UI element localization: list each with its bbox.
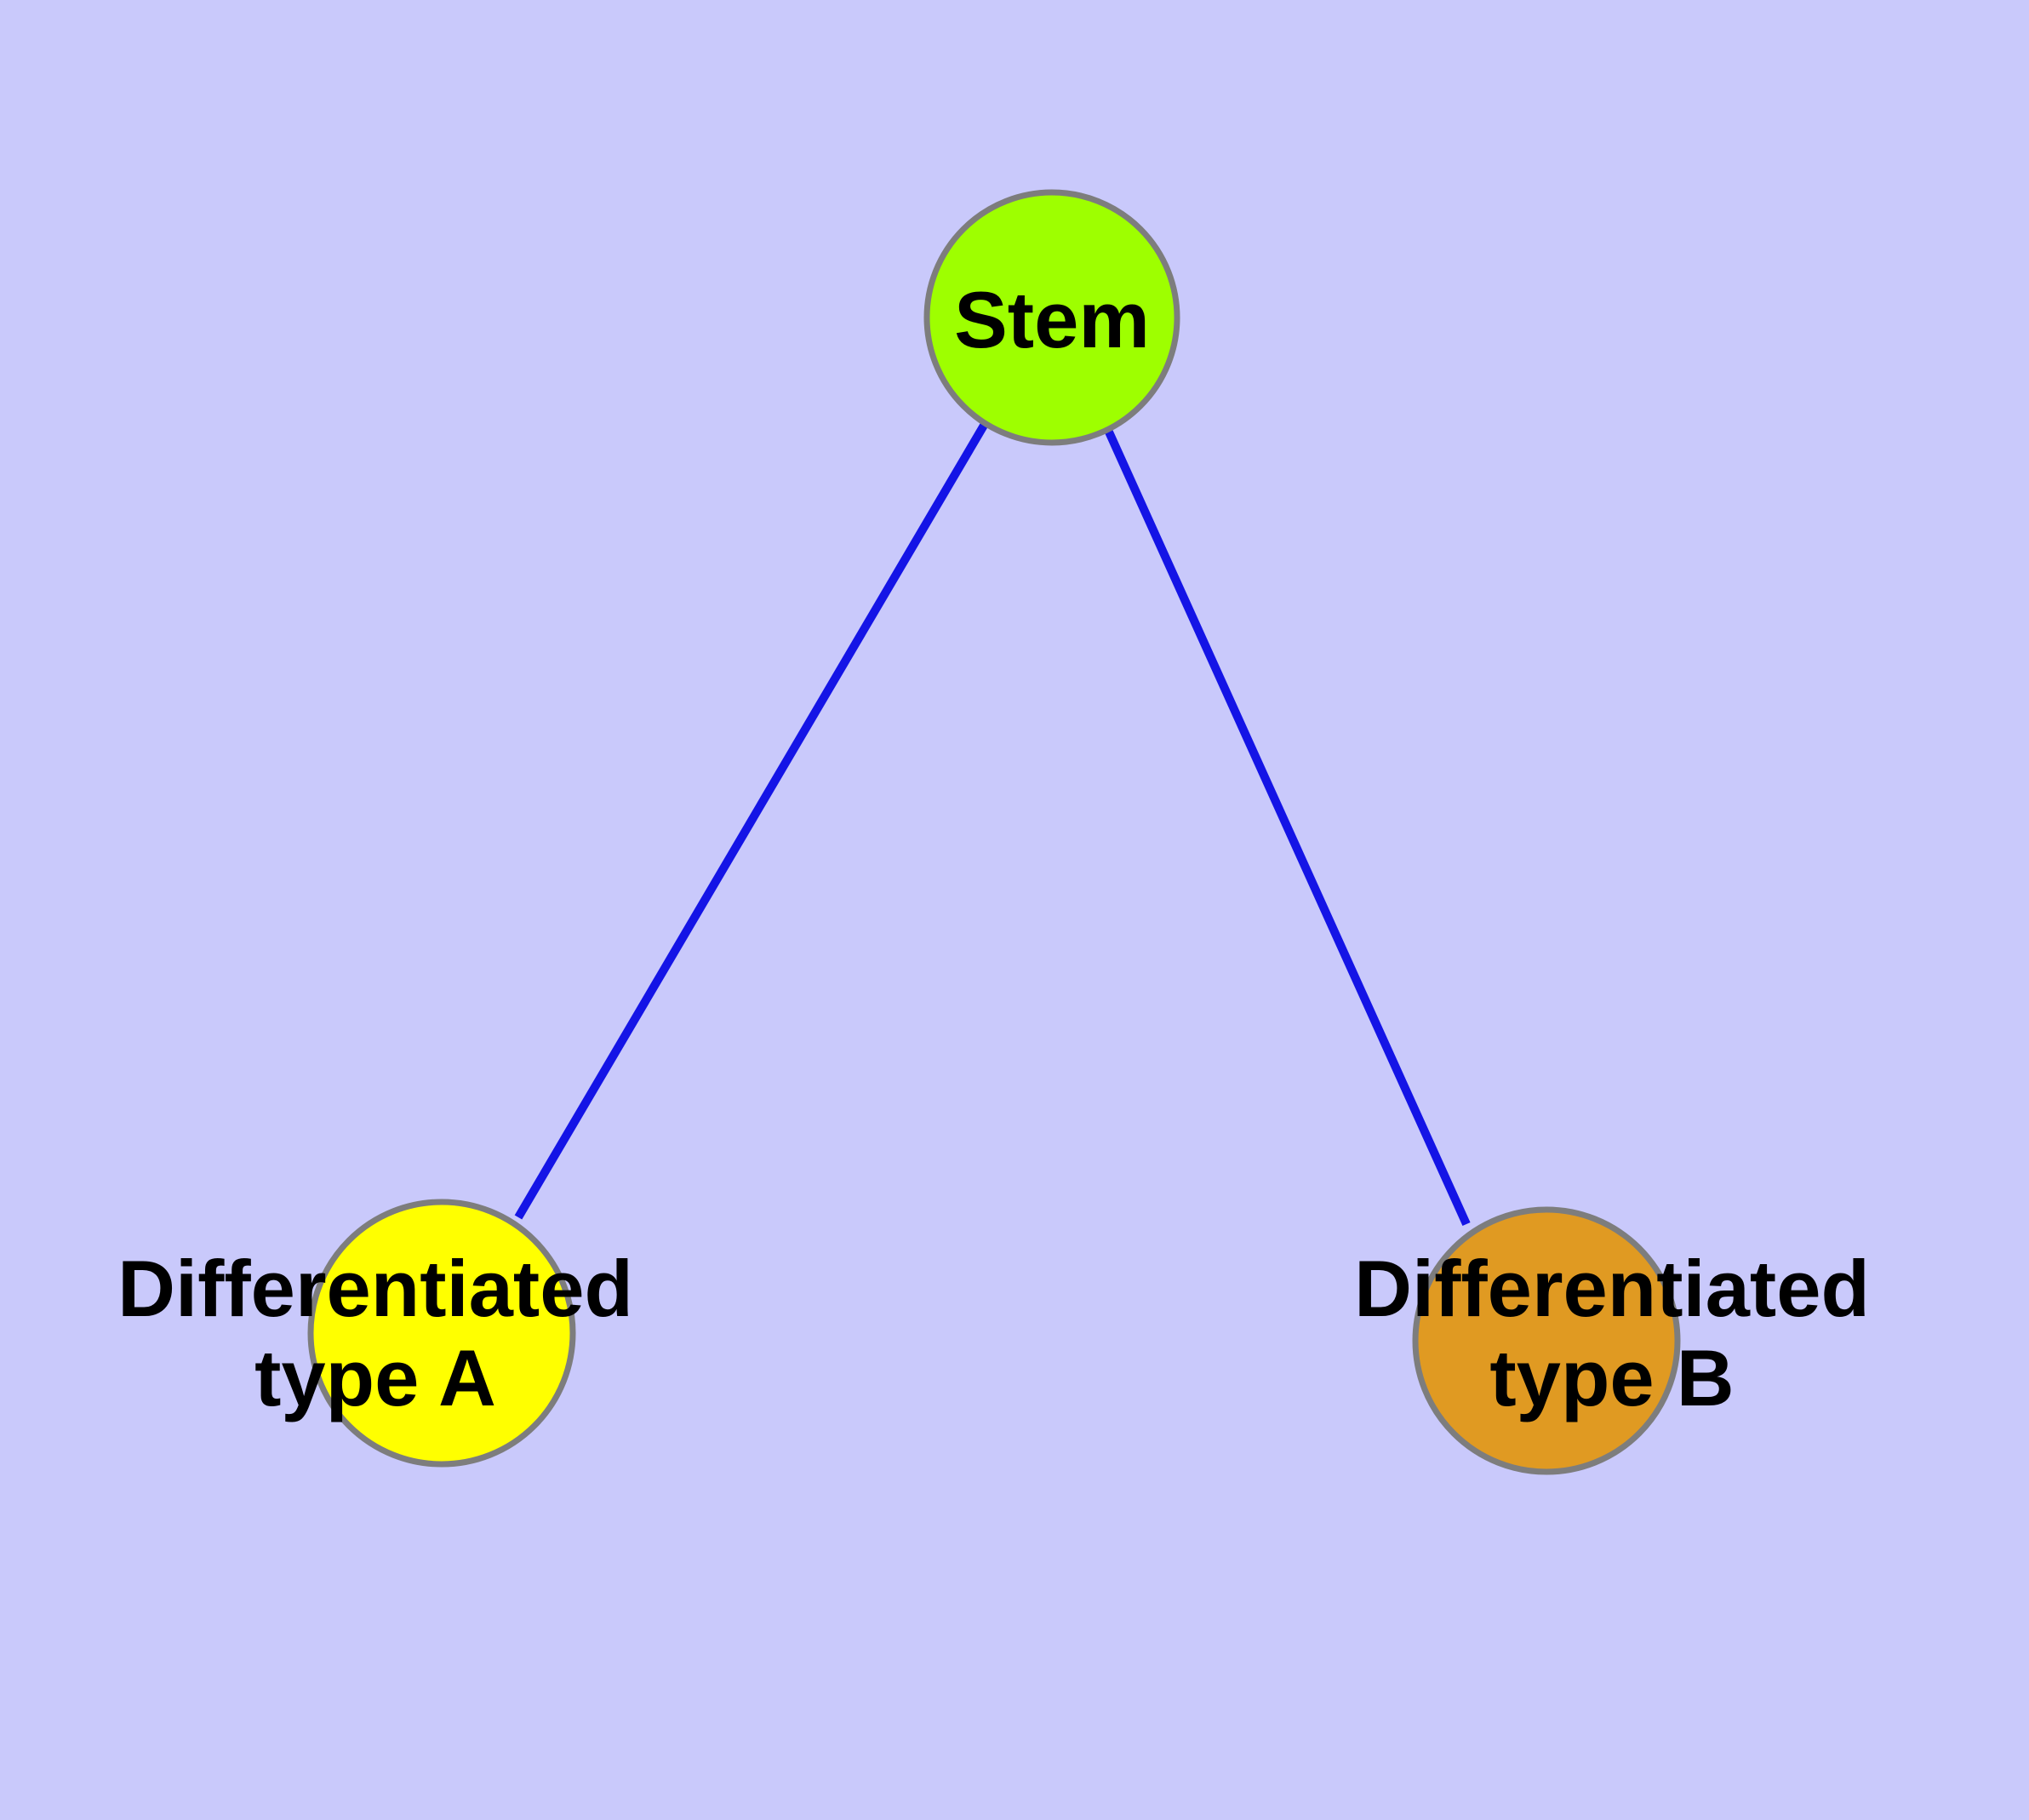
node-differentiated-type-a[interactable]: [307, 1199, 576, 1468]
node-label-line: type A: [254, 1333, 496, 1422]
node-label-line: Differentiated: [117, 1244, 633, 1333]
node-label-line: Differentiated: [1354, 1244, 1870, 1333]
node-stem[interactable]: [923, 189, 1180, 446]
edge-stem-to-differentiated-type-a[interactable]: [514, 421, 989, 1220]
node-differentiated-type-b[interactable]: [1412, 1206, 1681, 1475]
node-label-line: type B: [1489, 1333, 1734, 1422]
node-label-line: Stem: [954, 275, 1150, 364]
node-label-stem: Stem: [954, 275, 1150, 364]
nodes-layer: [307, 189, 1681, 1475]
edges-layer: [514, 421, 1471, 1227]
edge-stem-to-differentiated-type-b[interactable]: [1103, 426, 1471, 1227]
